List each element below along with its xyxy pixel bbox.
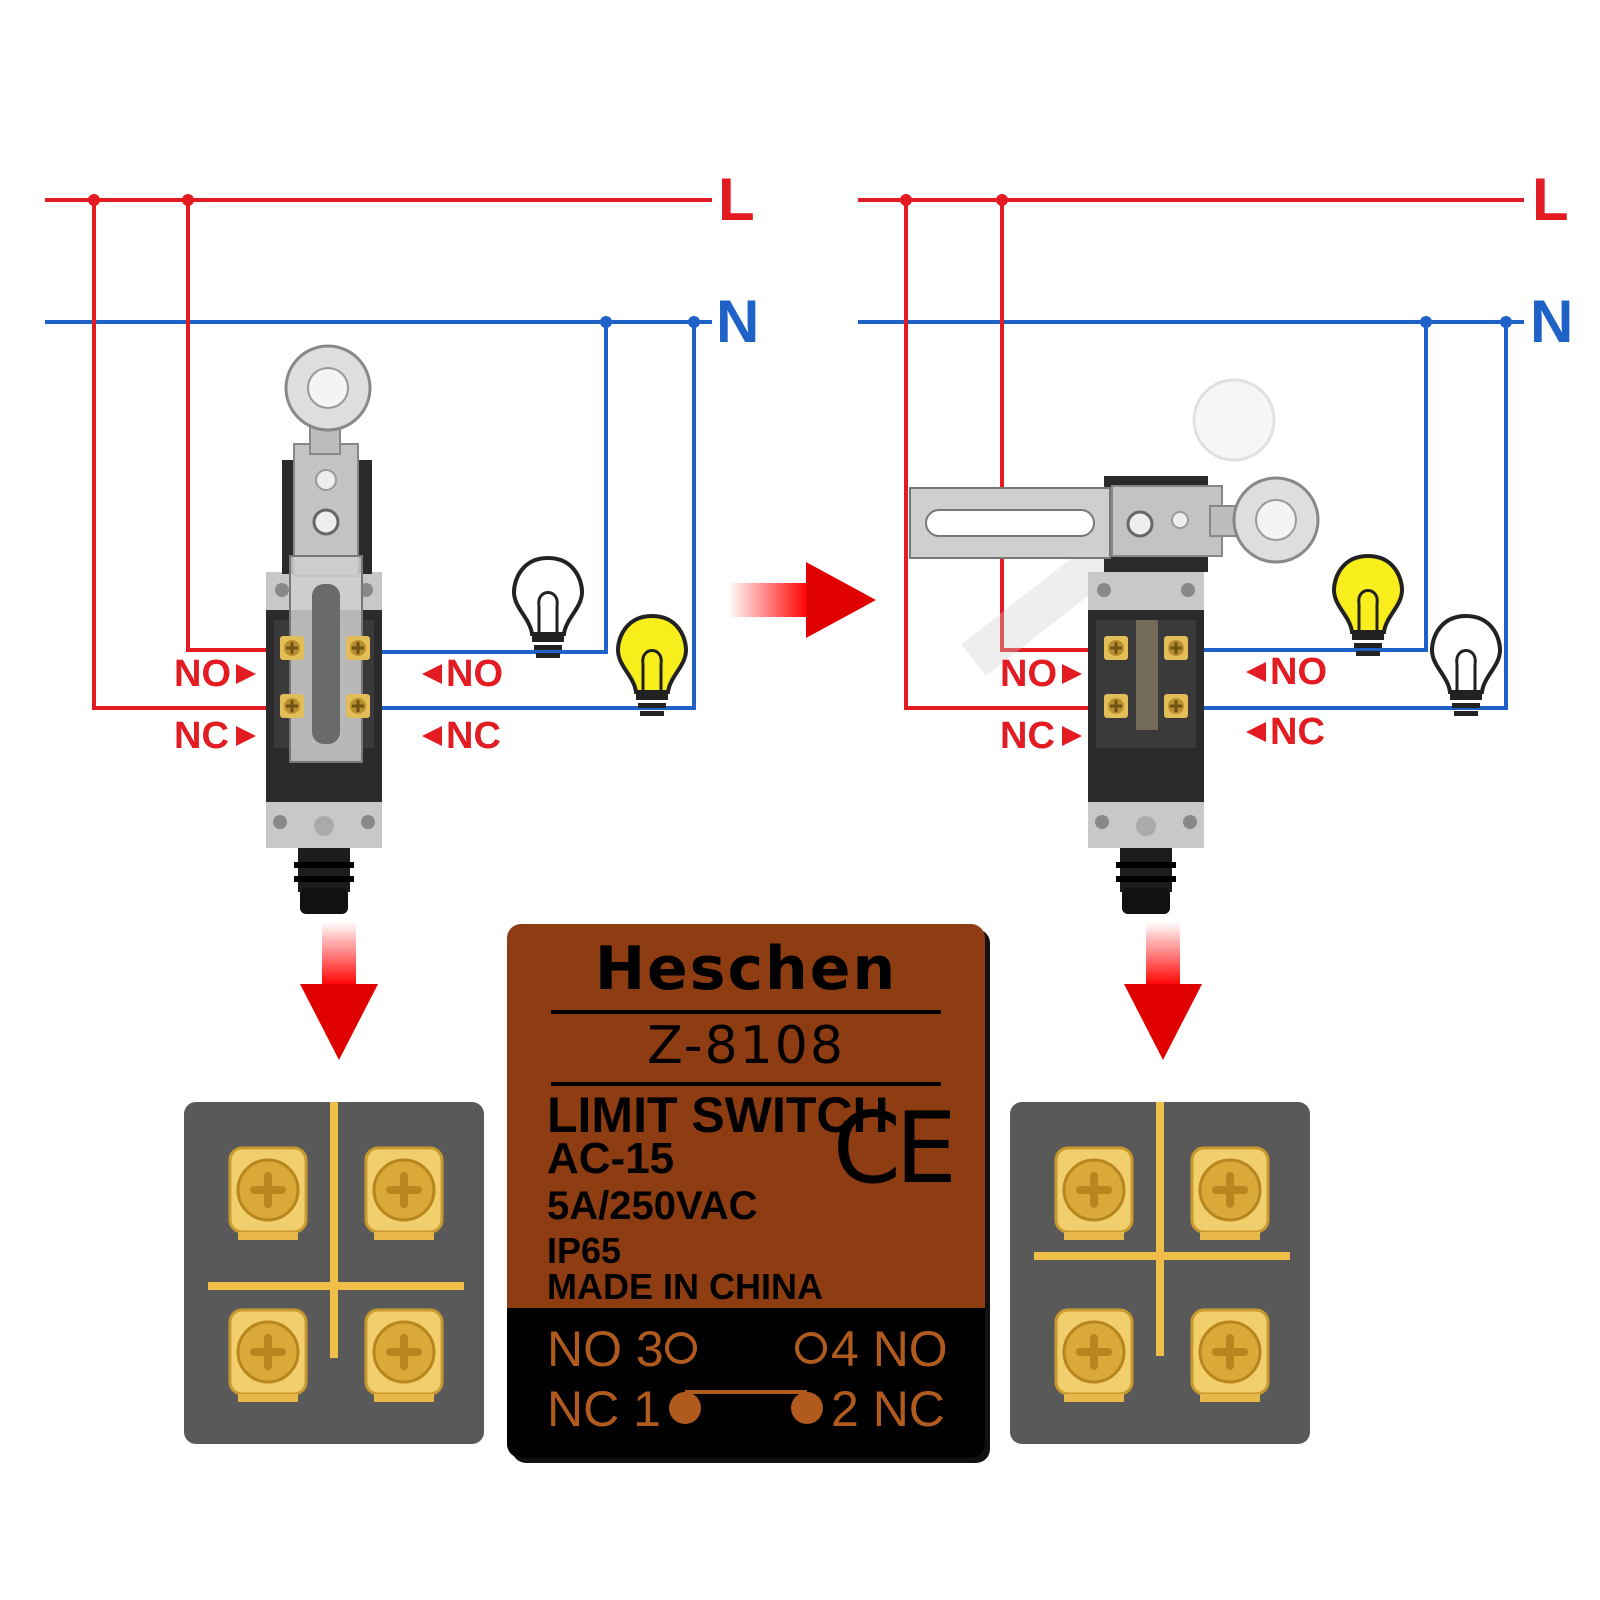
circuit-left: L N NO NC NO NC xyxy=(45,166,759,914)
arrow-left-icon xyxy=(1246,722,1266,742)
terminal-panel-actuated xyxy=(1010,1102,1310,1444)
divider xyxy=(551,1082,941,1086)
line-label-neutral: N xyxy=(1530,288,1573,355)
arrow-left-icon xyxy=(422,726,442,746)
terminal-label-no: NO xyxy=(174,653,231,695)
utilization-category: AC-15 xyxy=(547,1134,675,1183)
terminal-label-no: NO xyxy=(1270,651,1327,693)
terminal-screw-icon xyxy=(228,1146,308,1242)
lightbulb-icon xyxy=(1430,614,1502,718)
terminal-screw-icon xyxy=(228,1308,308,1404)
model-number: Z-8108 xyxy=(647,1016,845,1076)
terminal-label-no: NO xyxy=(1000,653,1057,695)
lightbulb-icon xyxy=(616,614,688,718)
terminal-screw-icon xyxy=(364,1308,444,1404)
line-label-live: L xyxy=(718,166,755,233)
terminal-no-3: NO 3 xyxy=(547,1321,664,1377)
terminal-screw-icon xyxy=(1190,1308,1270,1404)
terminal-label-nc: NC xyxy=(174,715,229,757)
terminal-no-4: 4 NO xyxy=(831,1321,948,1377)
terminal-nc-1: NC 1 xyxy=(547,1381,661,1437)
terminal-label-nc: NC xyxy=(446,715,501,757)
terminal-screw-icon xyxy=(364,1146,444,1242)
terminal-circle xyxy=(665,1332,697,1364)
arrow-right-icon xyxy=(1062,664,1082,684)
nameplate: Heschen Z-8108 LIMIT SWITCH CE AC-15 5A/… xyxy=(507,924,985,1458)
limit-switch-icon xyxy=(266,344,382,914)
terminal-screw-icon xyxy=(1190,1146,1270,1242)
terminal-dot xyxy=(669,1392,701,1424)
country-of-origin: MADE IN CHINA xyxy=(547,1266,823,1307)
terminal-screw-icon xyxy=(1054,1308,1134,1404)
terminal-legend: NO 3 4 NO NC 1 2 NC xyxy=(507,1308,985,1458)
terminal-dot xyxy=(791,1392,823,1424)
red-arrow-icon xyxy=(300,922,378,1060)
lightbulb-icon xyxy=(1332,554,1404,658)
arrow-right-icon xyxy=(236,664,256,684)
product-type: LIMIT SWITCH xyxy=(547,1087,889,1143)
terminal-label-no: NO xyxy=(446,653,503,695)
circuit-right: L N NO NC NO NC xyxy=(858,166,1573,914)
terminal-circle xyxy=(795,1332,827,1364)
electrical-rating: 5A/250VAC xyxy=(547,1184,758,1228)
terminal-panel-released xyxy=(184,1102,484,1444)
ip-rating: IP65 xyxy=(547,1230,622,1271)
lightbulb-icon xyxy=(512,556,584,660)
ce-mark-icon: CE xyxy=(832,1092,957,1206)
arrow-right-icon xyxy=(1062,726,1082,746)
limit-switch-icon xyxy=(909,378,1320,914)
terminal-screw-icon xyxy=(1054,1146,1134,1242)
terminal-nc-2: 2 NC xyxy=(831,1381,945,1437)
line-label-live: L xyxy=(1532,166,1569,233)
arrow-left-icon xyxy=(422,664,442,684)
divider xyxy=(551,1010,941,1014)
red-arrow-icon xyxy=(728,562,876,638)
arrow-right-icon xyxy=(236,726,256,746)
brand-name: Heschen xyxy=(594,934,898,1004)
line-label-neutral: N xyxy=(716,288,759,355)
arrow-left-icon xyxy=(1246,662,1266,682)
terminal-label-nc: NC xyxy=(1000,715,1055,757)
terminal-label-nc: NC xyxy=(1270,711,1325,753)
red-arrow-icon xyxy=(1124,922,1202,1060)
